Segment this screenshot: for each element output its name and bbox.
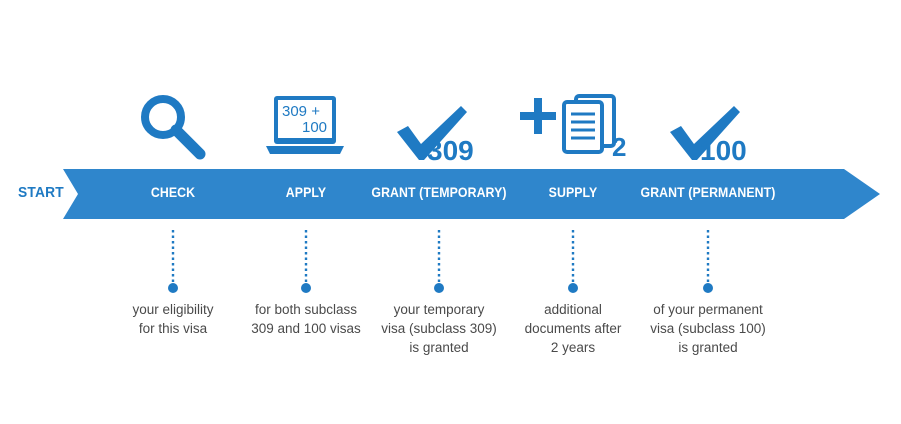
dot-apply [301,283,311,293]
description-line: for this visa [138,321,208,336]
checkmark-icon: 100 [668,104,768,166]
dot-check [168,283,178,293]
step-description-supply: additional documents after 2 years [498,300,648,357]
step-description-check: your eligibility for this visa [98,300,248,338]
description-line: visa (subclass 100) [650,321,766,336]
description-line: for both subclass [254,302,358,317]
documents-icon: 2 [520,94,634,162]
description-line: additional [544,302,602,317]
laptop-icon: 309 + 100 [266,94,346,158]
magnifier-icon [136,92,212,162]
step-description-grant-temporary: your temporary visa (subclass 309) is gr… [364,300,514,357]
step-description-apply: for both subclass 309 and 100 visas [231,300,381,338]
description-line: documents after [524,321,622,336]
dot-grant-permanent [703,283,713,293]
step-label-grant-permanent: GRANT (PERMANENT) [640,184,776,200]
description-line: is granted [409,340,469,355]
dot-supply [568,283,578,293]
start-label: START [18,184,64,201]
arrow-band [63,169,880,219]
description-line: your eligibility [132,302,214,317]
step-label-check: CHECK [150,184,196,200]
checkmark-icon: 309 [395,104,495,166]
description-line: 2 years [550,340,596,355]
check-text-309: 309 [427,135,474,166]
description-line: is granted [678,340,738,355]
description-line: 309 and 100 visas [251,321,361,336]
dot-grant-temporary [434,283,444,293]
step-label-supply: SUPPLY [548,184,598,200]
description-line: visa (subclass 309) [381,321,497,336]
laptop-text-line-1: 309 + [282,103,320,120]
check-text-100: 100 [700,135,747,166]
step-label-grant-temporary: GRANT (TEMPORARY) [371,184,507,200]
connectors [171,230,710,283]
step-label-apply: APPLY [285,184,327,200]
step-description-grant-permanent: of your permanent visa (subclass 100) is… [633,300,783,357]
documents-text-2: 2 [612,132,626,162]
description-line: your temporary [393,302,485,317]
description-line: of your permanent [653,302,763,317]
laptop-text-line-2: 100 [302,119,327,136]
